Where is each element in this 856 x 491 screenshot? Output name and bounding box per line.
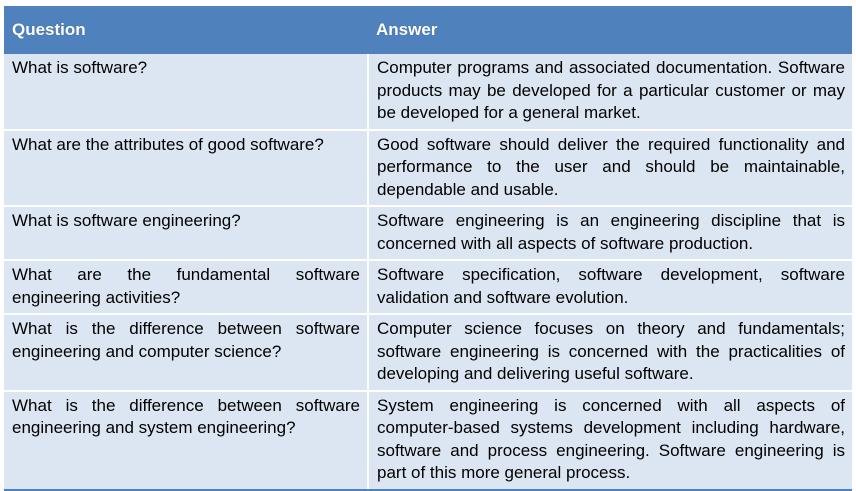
- answer-column-header: Answer: [368, 6, 852, 54]
- answer-cell: Computer science focuses on theory and f…: [368, 314, 852, 392]
- question-cell: What are the fundamental software engine…: [4, 260, 369, 315]
- faq-table: Question Answer What is software? Comput…: [4, 6, 852, 491]
- table-row: What is software engineering? Software e…: [4, 206, 852, 261]
- question-cell: What is the difference between software …: [4, 390, 369, 491]
- table-row: What is the difference between software …: [4, 390, 852, 491]
- answer-cell: Good software should deliver the require…: [368, 129, 852, 207]
- table-body: What is software? Computer programs and …: [4, 54, 852, 491]
- question-cell: What is the difference between software …: [4, 314, 369, 392]
- question-column-header: Question: [4, 6, 368, 54]
- table-row: What are the attributes of good software…: [4, 129, 852, 207]
- header-row: Question Answer: [4, 6, 852, 54]
- question-cell: What is software?: [4, 54, 369, 131]
- question-cell: What are the attributes of good software…: [4, 129, 369, 207]
- table-row: What are the fundamental software engine…: [4, 260, 852, 315]
- answer-cell: Software engineering is an engineering d…: [368, 206, 852, 261]
- table-row: What is software? Computer programs and …: [4, 54, 852, 131]
- question-cell: What is software engineering?: [4, 206, 369, 261]
- answer-cell: Software specification, software develop…: [368, 260, 852, 315]
- table-row: What is the difference between software …: [4, 314, 852, 392]
- answer-cell: System engineering is concerned with all…: [368, 390, 852, 491]
- table-header: Question Answer: [4, 6, 852, 54]
- answer-cell: Computer programs and associated documen…: [368, 54, 852, 131]
